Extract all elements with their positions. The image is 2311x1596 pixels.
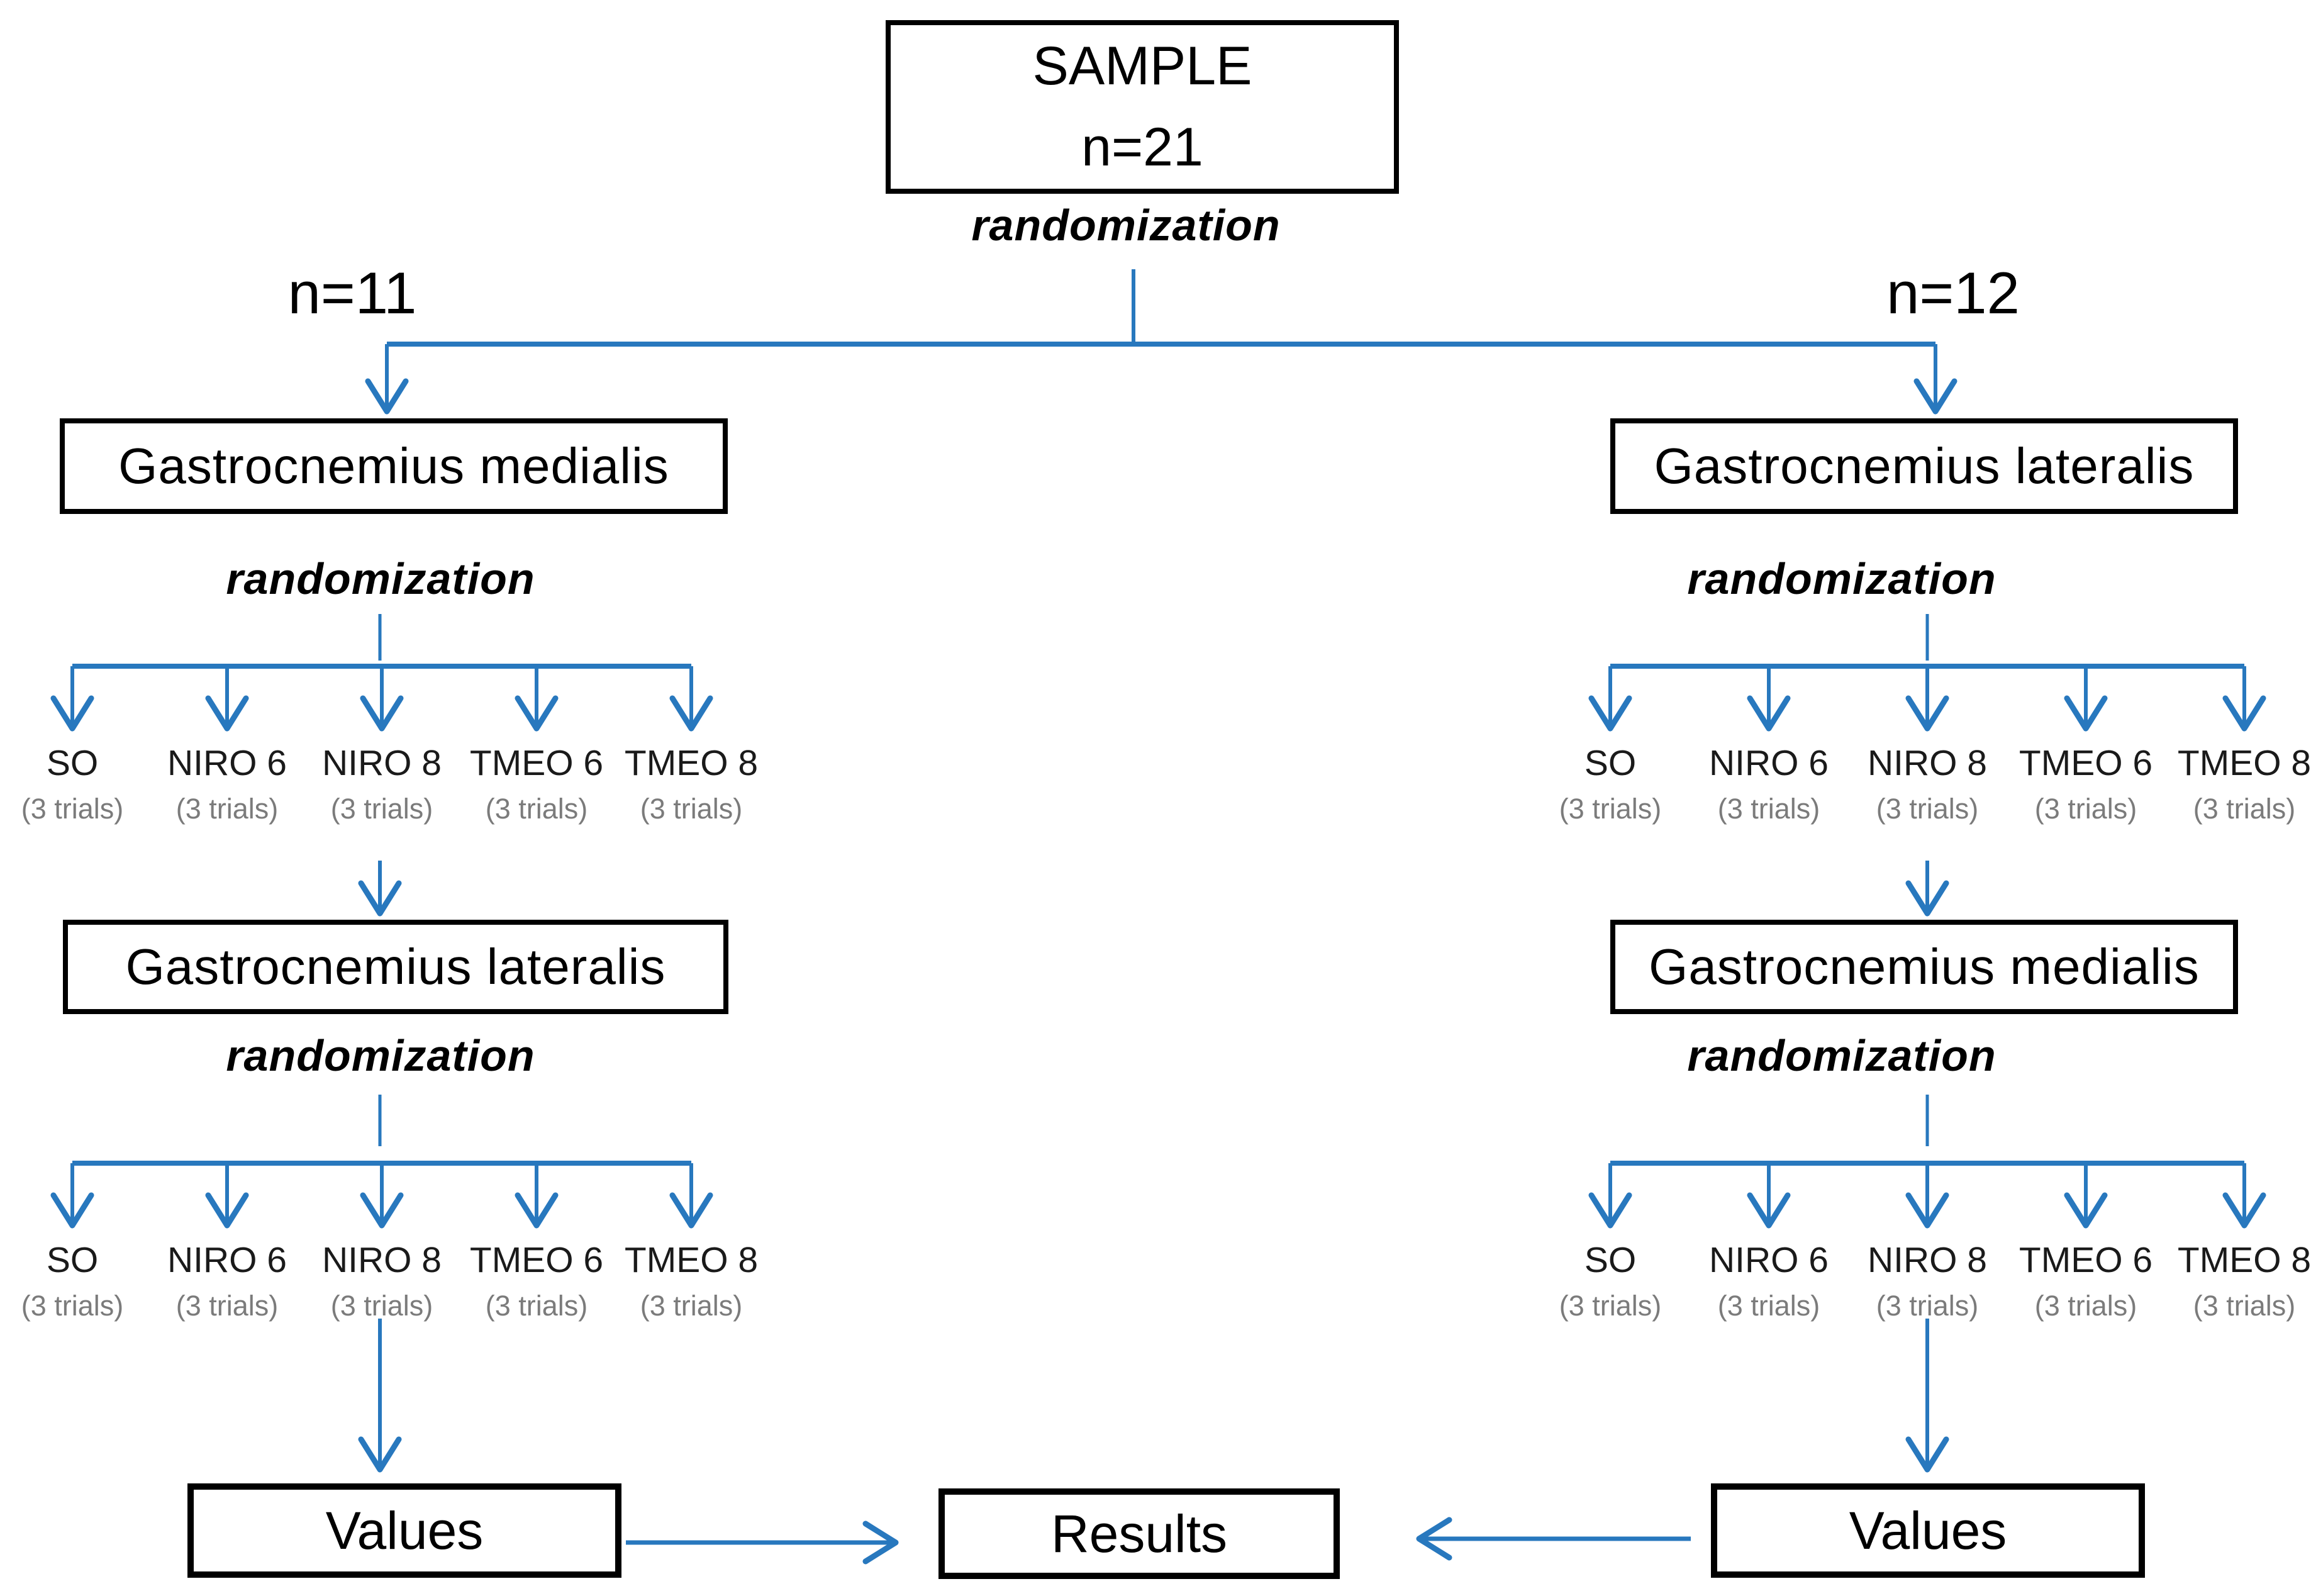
condition-label-niro-8: NIRO 8: [1867, 1240, 1988, 1280]
condition-trials-label: (3 trials): [175, 793, 279, 825]
condition-label-niro-8: NIRO 8: [321, 743, 442, 783]
condition-label-so: SO: [1584, 1240, 1637, 1280]
right-muscle-box-1-label: Gastrocnemius lateralis: [1654, 438, 2195, 494]
randomization-label-right-3: randomization: [1687, 1031, 1996, 1080]
randomization-label-left-3: randomization: [226, 1031, 535, 1080]
condition-label-niro-8: NIRO 8: [1867, 743, 1988, 783]
sample-title: SAMPLE: [1032, 36, 1252, 96]
n-label-right: n=12: [1886, 260, 2020, 326]
condition-trials-label: (3 trials): [1876, 1290, 1979, 1322]
condition-label-niro-6: NIRO 6: [167, 743, 287, 783]
condition-label-niro-6: NIRO 6: [1708, 743, 1829, 783]
results-label: Results: [1050, 1504, 1228, 1563]
sample-box-text: SAMPLE n=21: [1033, 26, 1252, 188]
condition-label-tmeo-6: TMEO 6: [2019, 743, 2153, 783]
condition-trials-label: (3 trials): [21, 793, 124, 825]
condition-trials-label: (3 trials): [2034, 793, 2137, 825]
condition-label-niro-8: NIRO 8: [321, 1240, 442, 1280]
left-muscle-box-2: Gastrocnemius lateralis: [63, 920, 728, 1014]
n-label-left: n=11: [287, 260, 417, 326]
condition-label-tmeo-6: TMEO 6: [469, 743, 604, 783]
right-values-label: Values: [1849, 1500, 2007, 1560]
results-box: Results: [938, 1488, 1340, 1579]
condition-label-tmeo-8: TMEO 8: [2177, 1240, 2311, 1280]
left-values-box: Values: [187, 1483, 621, 1578]
condition-trials-label: (3 trials): [21, 1290, 124, 1322]
condition-trials-label: (3 trials): [485, 793, 588, 825]
right-values-box: Values: [1711, 1483, 2145, 1578]
condition-label-niro-6: NIRO 6: [1708, 1240, 1829, 1280]
condition-trials-label: (3 trials): [1717, 793, 1820, 825]
condition-label-tmeo-6: TMEO 6: [2019, 1240, 2153, 1280]
condition-label-tmeo-8: TMEO 8: [624, 1240, 759, 1280]
condition-trials-label: (3 trials): [640, 1290, 743, 1322]
condition-trials-label: (3 trials): [175, 1290, 279, 1322]
right-muscle-box-2: Gastrocnemius medialis: [1610, 920, 2238, 1014]
condition-label-tmeo-8: TMEO 8: [624, 743, 759, 783]
condition-label-tmeo-8: TMEO 8: [2177, 743, 2311, 783]
sample-n: n=21: [1081, 117, 1203, 177]
condition-trials-label: (3 trials): [640, 793, 743, 825]
left-muscle-box-1-label: Gastrocnemius medialis: [118, 438, 669, 494]
condition-label-tmeo-6: TMEO 6: [469, 1240, 604, 1280]
left-values-label: Values: [325, 1500, 484, 1560]
condition-trials-label: (3 trials): [1717, 1290, 1820, 1322]
condition-trials-label: (3 trials): [1559, 793, 1662, 825]
condition-trials-label: (3 trials): [2193, 793, 2296, 825]
condition-trials-label: (3 trials): [330, 1290, 433, 1322]
randomization-label-left-2: randomization: [226, 554, 535, 603]
randomization-label-right-2: randomization: [1687, 554, 1996, 603]
condition-label-niro-6: NIRO 6: [167, 1240, 287, 1280]
randomization-label-top: randomization: [971, 201, 1281, 250]
condition-trials-label: (3 trials): [2034, 1290, 2137, 1322]
left-muscle-box-2-label: Gastrocnemius lateralis: [125, 939, 666, 995]
sample-box: SAMPLE n=21: [886, 20, 1399, 194]
condition-label-so: SO: [1584, 743, 1637, 783]
right-muscle-box-1: Gastrocnemius lateralis: [1610, 418, 2238, 514]
condition-trials-label: (3 trials): [485, 1290, 588, 1322]
condition-trials-label: (3 trials): [330, 793, 433, 825]
left-muscle-box-1: Gastrocnemius medialis: [60, 418, 728, 514]
condition-trials-label: (3 trials): [1876, 793, 1979, 825]
condition-label-so: SO: [46, 743, 99, 783]
right-muscle-box-2-label: Gastrocnemius medialis: [1649, 939, 2200, 995]
condition-trials-label: (3 trials): [2193, 1290, 2296, 1322]
condition-label-so: SO: [46, 1240, 99, 1280]
condition-trials-label: (3 trials): [1559, 1290, 1662, 1322]
